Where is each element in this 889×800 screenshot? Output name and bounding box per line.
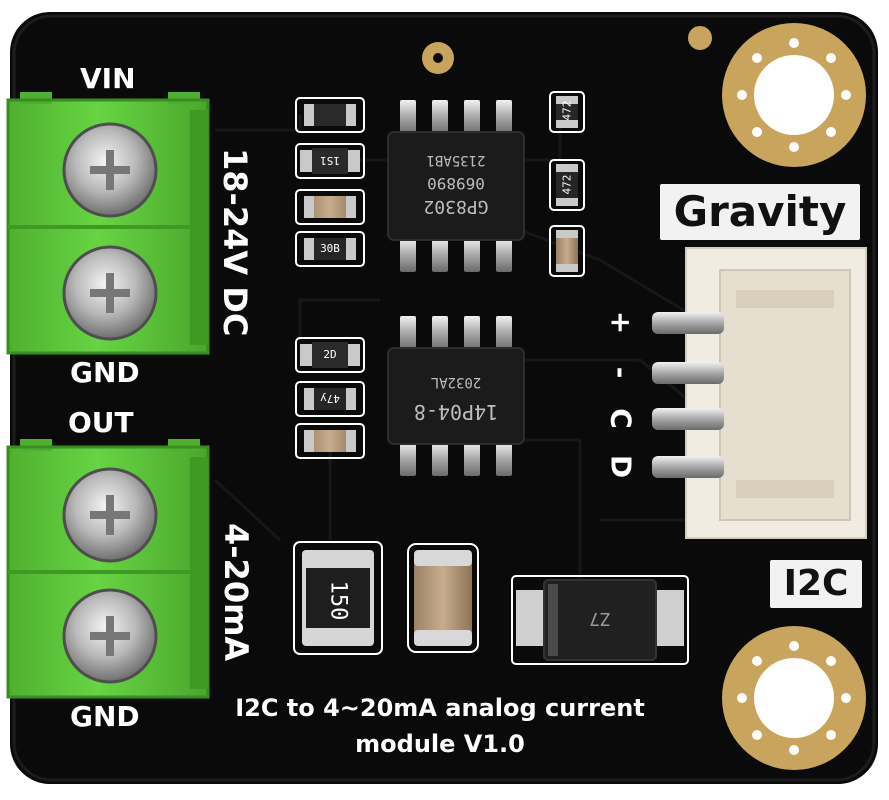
diode-marking: 1S1 — [320, 154, 340, 167]
diode-marking: 2D — [323, 348, 337, 361]
terminal-label-gnd-bottom: GND — [70, 700, 140, 733]
terminal-label-vin: VIN — [80, 62, 136, 95]
resistor-marking: 47y — [320, 392, 340, 405]
chip-top-marking-3: 2135AB1 — [426, 152, 486, 168]
connector-pin-minus: - — [604, 366, 638, 379]
capacitor-marking: 30B — [320, 242, 340, 255]
chip-bottom-marking-1: 14P04-8 — [413, 400, 499, 424]
power-resistor-marking: 150 — [325, 580, 351, 621]
connector-pin-c: C — [604, 408, 638, 429]
voltage-rating-label: 18-24V DC — [216, 148, 254, 337]
brand-badge: Gravity — [660, 184, 860, 240]
resistor-marking: 472 — [560, 174, 574, 195]
resistor-marking: 472 — [560, 100, 574, 121]
ceramic-capacitor — [407, 543, 479, 653]
chip-mosfet-bottom — [387, 316, 525, 476]
i2c-connector — [652, 247, 867, 539]
current-range-label: 4-20mA — [217, 523, 255, 662]
power-resistor — [293, 541, 383, 655]
connector-pin-d: D — [604, 454, 638, 479]
gold-via — [688, 26, 712, 50]
interface-badge: I2C — [770, 560, 862, 608]
diode-marking: Z7 — [589, 608, 611, 629]
terminal-label-gnd-top: GND — [70, 356, 140, 389]
mounting-hole-top — [722, 23, 866, 167]
screw-gnd-bottom — [62, 588, 158, 684]
screw-vin — [62, 122, 158, 218]
chip-dac-top — [387, 100, 525, 272]
mounting-hole-bottom — [722, 626, 866, 770]
chip-top-marking-2: 069890 — [427, 174, 485, 193]
module-description-line1: I2C to 4~20mA analog current — [235, 694, 645, 722]
tvs-diode — [511, 575, 689, 665]
screw-gnd-top — [62, 245, 158, 341]
screw-out — [62, 467, 158, 563]
chip-bottom-marking-2: 2032AL — [430, 374, 482, 390]
module-description-line2: module V1.0 — [355, 730, 525, 758]
terminal-label-out: OUT — [68, 406, 134, 439]
smd-left-column — [295, 97, 365, 459]
connector-pin-plus: + — [604, 310, 638, 335]
smd-right-column — [549, 91, 585, 277]
chip-top-marking-1: GP8302 — [423, 196, 489, 217]
